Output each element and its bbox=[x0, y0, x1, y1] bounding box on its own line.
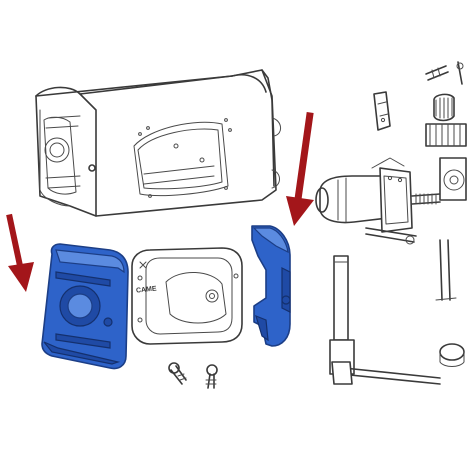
pin-top-right bbox=[456, 61, 464, 85]
arrow-to-front-cover bbox=[6, 213, 34, 292]
post-and-arm bbox=[329, 255, 465, 385]
small-bracket bbox=[373, 91, 391, 131]
front-cover bbox=[41, 243, 129, 370]
screw-right bbox=[205, 364, 218, 389]
side-cover bbox=[251, 225, 291, 347]
motor-housing bbox=[35, 69, 281, 217]
cover-plate: CAME bbox=[131, 247, 243, 345]
arrow-to-side-cover bbox=[286, 112, 314, 226]
gear-column bbox=[425, 93, 467, 201]
brand-logo: CAME bbox=[136, 285, 158, 294]
motor-assembly bbox=[315, 157, 441, 245]
screw-left bbox=[168, 362, 187, 385]
screw-top-right bbox=[425, 65, 449, 81]
side-post bbox=[435, 239, 457, 301]
